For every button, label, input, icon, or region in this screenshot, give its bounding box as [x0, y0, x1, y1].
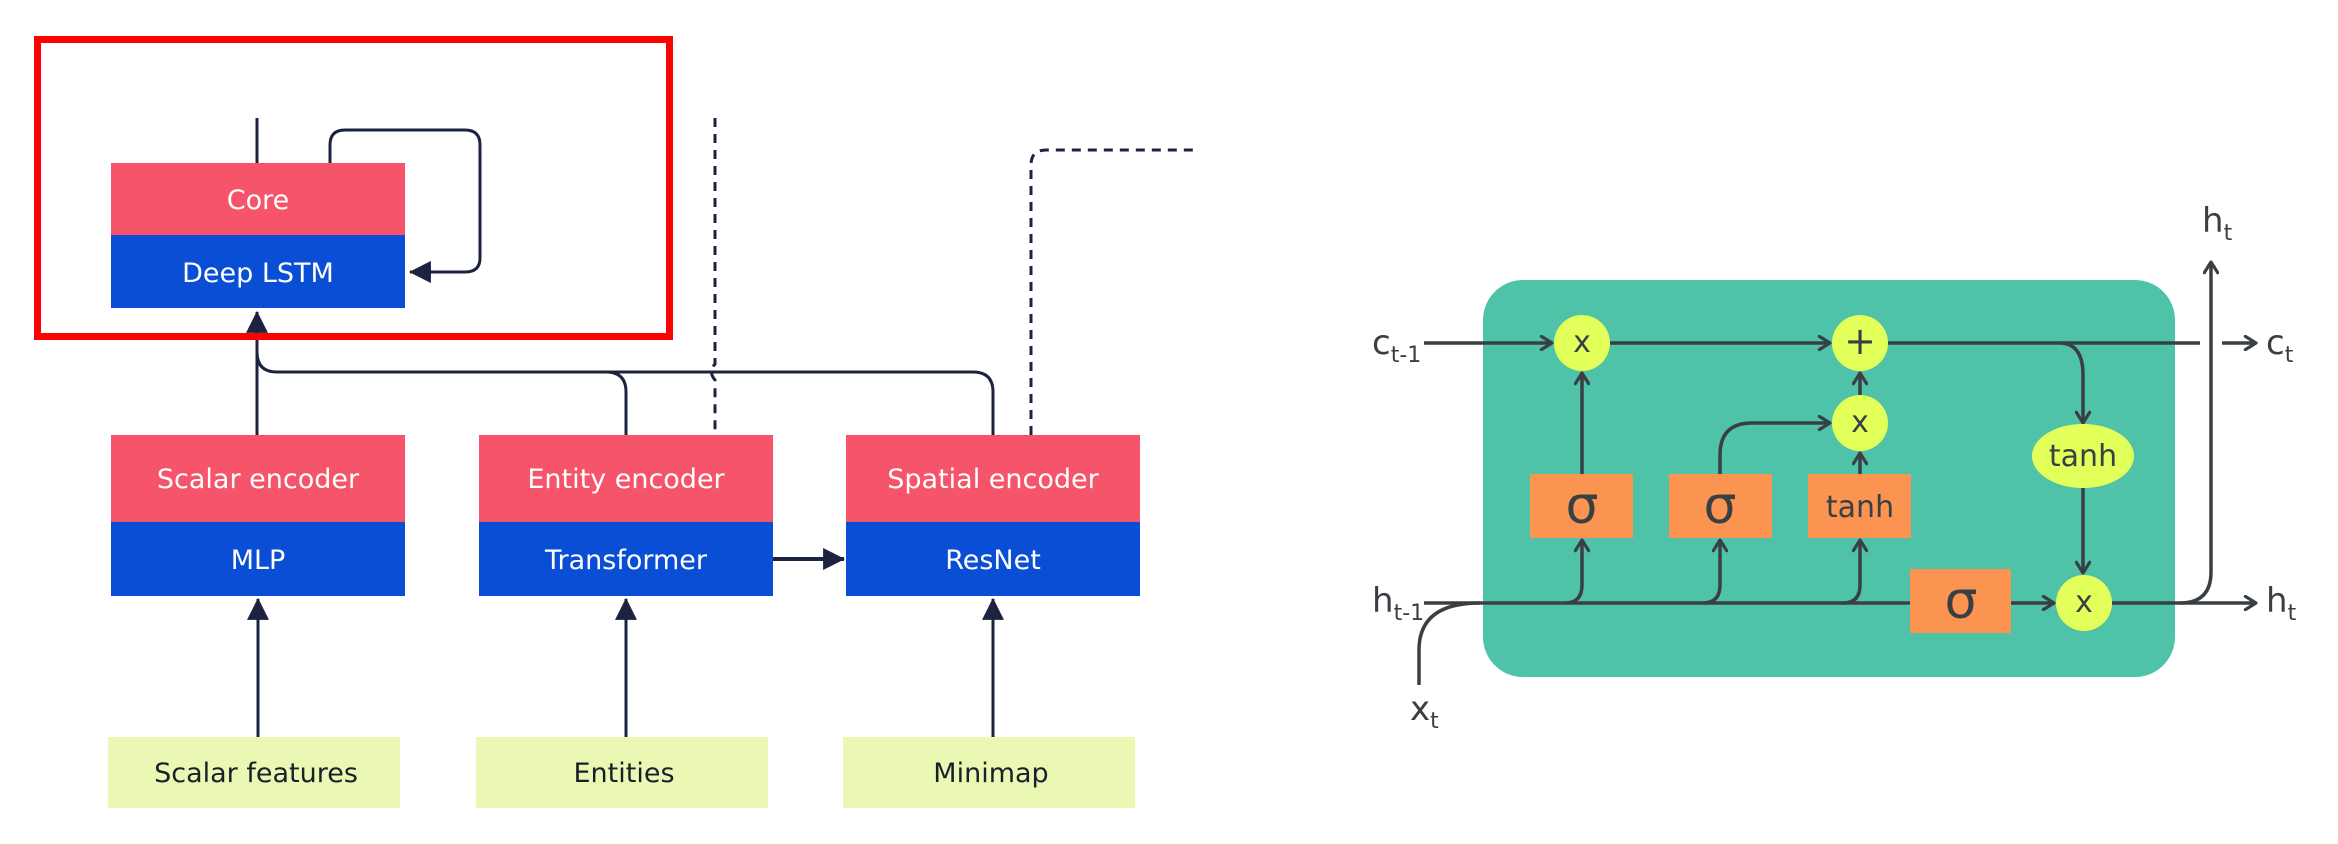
lstm-cell-diagram: σ σ tanh σ x + x tanh — [1372, 201, 2297, 734]
candidate-gate: tanh — [1808, 474, 1911, 538]
entity-encoder-title: Entity encoder — [527, 464, 725, 495]
label-h-out-top: ht — [2202, 201, 2233, 246]
label-h-prev: ht-1 — [1372, 581, 1424, 626]
entity-input-box[interactable] — [476, 737, 768, 808]
svg-text:x: x — [1851, 405, 1869, 440]
cell-add-op: + — [1832, 315, 1888, 371]
hidden-up-line — [2179, 262, 2211, 605]
core-header — [111, 163, 405, 235]
entity-encoder-header[interactable] — [479, 435, 773, 522]
svg-text:x: x — [1573, 325, 1591, 360]
scalar-input-box[interactable] — [108, 737, 400, 808]
entity-dashed-output — [710, 118, 717, 435]
input-multiply-op: x — [1832, 395, 1888, 451]
spatial-encoder-subtitle: ResNet — [945, 545, 1041, 576]
spatial-encoder-title: Spatial encoder — [887, 464, 1099, 495]
core-title: Core — [227, 185, 290, 216]
entity-input-label: Entities — [573, 758, 674, 789]
label-c-prev: ct-1 — [1372, 323, 1421, 368]
scalar-encoder-title: Scalar encoder — [157, 464, 360, 495]
svg-text:+: + — [1844, 319, 1876, 363]
input-gate-branch — [1702, 540, 1720, 605]
merge-line — [255, 351, 995, 435]
label-x-input: xt — [1410, 689, 1439, 734]
spatial-encoder-header[interactable] — [846, 435, 1140, 522]
entity-encoder-subtitle: Transformer — [544, 545, 708, 576]
core-block[interactable]: Core Deep LSTM — [111, 163, 405, 308]
scalar-input-label: Scalar features — [154, 758, 358, 789]
spatial-dashed-output — [1029, 148, 1195, 435]
forget-gate-branch — [1564, 540, 1582, 605]
core-recurrent-loop-arrow — [328, 128, 482, 283]
cell-to-tanh — [2061, 341, 2083, 423]
spatial-input-box[interactable] — [843, 737, 1135, 808]
spatial-input-label: Minimap — [933, 758, 1048, 789]
svg-text:x: x — [2075, 585, 2093, 620]
label-c-out: ct — [2266, 323, 2294, 368]
svg-text:σ: σ — [1704, 476, 1737, 536]
svg-text:σ: σ — [1945, 571, 1978, 631]
svg-text:σ: σ — [1566, 476, 1599, 536]
svg-text:tanh: tanh — [2049, 439, 2117, 474]
scalar-encoder-subtitle: MLP — [231, 545, 286, 576]
input-gate: σ — [1669, 474, 1772, 538]
svg-text:tanh: tanh — [1826, 490, 1894, 525]
cell-tanh-op: tanh — [2032, 424, 2134, 488]
output-gate: σ — [1910, 569, 2011, 633]
core-subtitle: Deep LSTM — [182, 258, 334, 289]
candidate-branch — [1842, 540, 1860, 605]
output-multiply-op: x — [2056, 575, 2112, 631]
entity-merge-branch — [605, 370, 628, 435]
label-h-out-right: ht — [2266, 581, 2297, 626]
forget-gate: σ — [1530, 474, 1633, 538]
scalar-encoder-header[interactable] — [111, 435, 405, 522]
entity-encoder-body[interactable] — [479, 522, 773, 596]
scalar-encoder-body[interactable] — [111, 522, 405, 596]
core-body — [111, 235, 405, 308]
forget-multiply-op: x — [1554, 315, 1610, 371]
x-input-curve — [1417, 601, 1481, 685]
core-highlight-box — [34, 36, 673, 340]
input-to-mult — [1718, 423, 1830, 474]
spatial-encoder-body[interactable] — [846, 522, 1140, 596]
